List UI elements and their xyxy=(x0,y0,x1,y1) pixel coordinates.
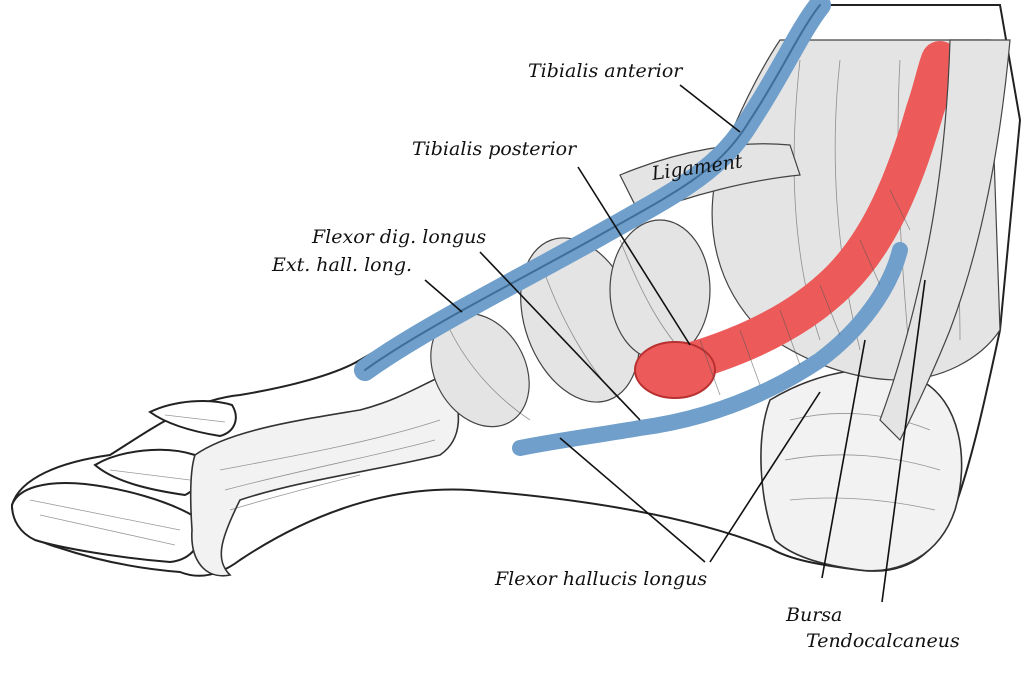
tibialis-posterior-insertion xyxy=(634,341,716,399)
label-tibialis-anterior: Tibialis anterior xyxy=(528,60,683,82)
label-tendocalcaneus: Tendocalcaneus xyxy=(806,630,960,652)
label-flexor-dig-longus: Flexor dig. longus xyxy=(312,226,487,248)
first-metatarsal-bone xyxy=(189,374,460,577)
label-flexor-hallucis-longus: Flexor hallucis longus xyxy=(495,568,708,590)
leader-ext-hall-long xyxy=(424,279,463,313)
muscle-group xyxy=(430,219,711,428)
leader-tibialis-anterior xyxy=(679,84,741,133)
flexor-hallucis-longus-tendon xyxy=(512,242,908,456)
leader-fhl-1 xyxy=(559,437,706,563)
tendocalcaneus-tendon xyxy=(879,39,1011,442)
leader-lines xyxy=(424,84,926,603)
leader-bursa xyxy=(821,339,866,579)
tibialis-posterior-tendon xyxy=(641,41,959,389)
label-tibialis-posterior: Tibialis posterior xyxy=(412,138,577,160)
label-ext-hall-long: Ext. hall. long. xyxy=(272,254,413,276)
leader-tibialis-posterior xyxy=(577,166,691,346)
label-bursa: Bursa xyxy=(786,604,843,626)
leader-tendocalcaneus xyxy=(881,279,926,603)
leader-fhl-2 xyxy=(709,391,821,563)
heel-calcaneus xyxy=(760,368,963,572)
leader-flexor-dig-longus xyxy=(479,251,641,421)
